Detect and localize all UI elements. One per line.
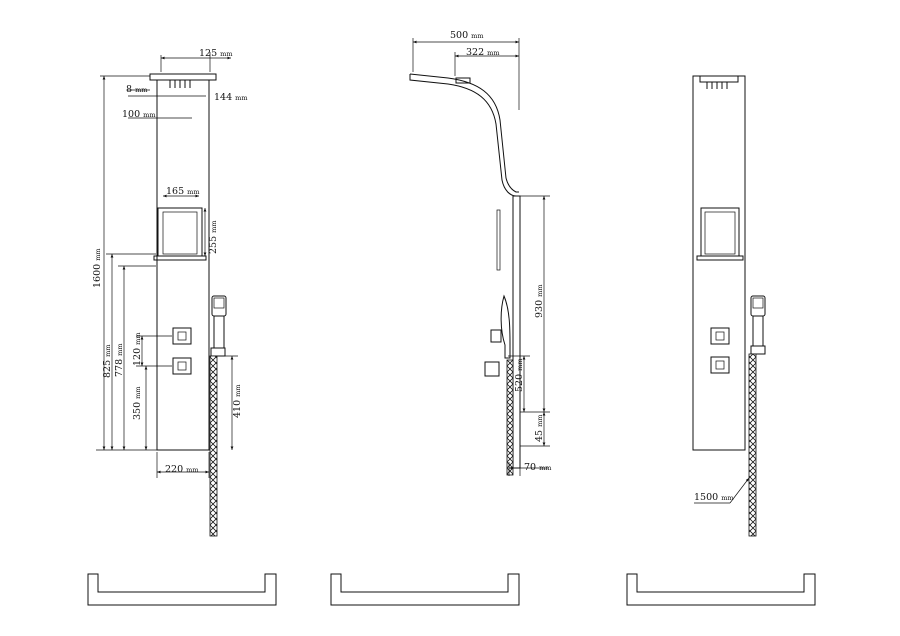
front-rainhead-nozzles xyxy=(169,80,191,88)
front-handset-face xyxy=(213,297,225,309)
dim-head-offset: 100 mm xyxy=(122,109,156,120)
back-lower-valve xyxy=(710,356,730,374)
back-panel xyxy=(692,75,746,451)
back-upper-valve xyxy=(710,327,730,345)
back-shelf-inner xyxy=(704,211,736,255)
dim-lower-valve-height: 350 mm xyxy=(132,387,143,421)
dim-head-thickness: 8 mm xyxy=(126,84,147,95)
dim-valve-spacing: 120 mm xyxy=(132,333,143,367)
back-upper-valve-knob xyxy=(715,331,725,341)
front-view: 125 mm 8 mm 144 mm 100 mm 1600 mm 165 mm… xyxy=(92,48,248,537)
tray-profile-middle xyxy=(330,573,520,606)
front-panel xyxy=(156,77,210,451)
front-rainhead xyxy=(149,73,217,81)
side-lower-valve xyxy=(484,361,500,377)
front-shelf-inner xyxy=(162,211,198,255)
front-upper-valve xyxy=(172,327,192,345)
front-hose-connector xyxy=(210,347,226,357)
back-handset-handle xyxy=(752,316,764,347)
dim-head-width: 125 mm xyxy=(199,48,233,59)
side-view: 500 mm 322 mm 930 mm 520 mm 45 mm 70 mm xyxy=(409,30,551,476)
front-dimension-lines xyxy=(96,52,238,478)
back-shelf-rail xyxy=(696,255,744,261)
dim-hose-outlet-height: 410 mm xyxy=(232,385,243,419)
back-handset-face xyxy=(752,297,764,309)
back-dimension-lines xyxy=(694,477,750,504)
side-upper-valve xyxy=(490,329,502,343)
back-hose xyxy=(748,353,757,537)
front-handset-handle xyxy=(213,316,225,349)
side-dimension-lines xyxy=(412,38,550,476)
front-hose xyxy=(209,355,218,537)
back-rainhead-nozzles xyxy=(706,82,728,89)
dim-total-height: 1600 mm xyxy=(92,248,103,288)
dim-bottom-offset: 45 mm xyxy=(534,415,545,442)
dim-panel-width: 220 mm xyxy=(165,464,199,475)
dim-head-depth: 144 mm xyxy=(214,92,248,103)
dim-head-length: 322 mm xyxy=(466,47,500,58)
front-lower-valve xyxy=(172,357,192,375)
front-shelf-frame xyxy=(157,207,203,257)
front-lower-valve-knob xyxy=(177,361,187,371)
tray-profiles xyxy=(87,573,816,606)
side-jets xyxy=(496,209,501,271)
dim-handset-height: 520 mm xyxy=(514,359,525,393)
dim-jets-height: 930 mm xyxy=(534,285,545,319)
back-shelf-frame xyxy=(700,207,740,257)
back-lower-valve-knob xyxy=(715,360,725,370)
side-shower-arm xyxy=(409,73,519,193)
dim-shelf-width: 165 mm xyxy=(166,186,200,197)
dim-panel-depth: 70 mm xyxy=(524,462,551,473)
front-upper-valve-knob xyxy=(177,331,187,341)
back-view: 1500 mm xyxy=(692,75,766,537)
tray-profile-right xyxy=(626,573,816,606)
back-handset-head xyxy=(750,295,766,317)
side-handset xyxy=(500,294,511,359)
dim-hose-length: 1500 mm xyxy=(694,492,734,503)
dim-rail-height: 778 mm xyxy=(114,344,125,378)
tray-profile-left xyxy=(87,573,277,606)
side-hose xyxy=(506,359,514,476)
front-shelf-rail xyxy=(153,255,207,261)
dim-shelf-height: 255 mm xyxy=(208,221,219,255)
side-head-inlet xyxy=(455,77,471,84)
back-rainhead xyxy=(699,75,739,83)
dim-shelf-bottom-height: 825 mm xyxy=(102,345,113,379)
front-handset-head xyxy=(211,295,227,317)
dim-arm-reach: 500 mm xyxy=(450,30,484,41)
side-panel xyxy=(512,195,521,469)
back-hose-connector xyxy=(750,345,766,355)
